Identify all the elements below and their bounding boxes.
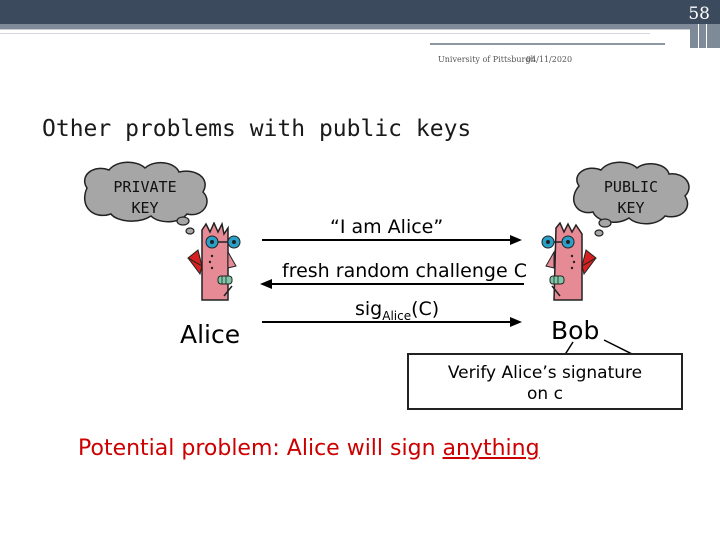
alice-thought-cloud <box>84 161 208 235</box>
slide-number: 58 <box>688 4 710 24</box>
problem-emphasis: anything <box>442 436 540 461</box>
bob-thought-cloud <box>573 161 690 237</box>
bob-cloud-line1: PUBLIC <box>603 178 659 196</box>
problem-prefix: Potential problem: Alice will sign <box>78 436 443 461</box>
verify-text: Verify Alice’s signature on c <box>409 355 681 405</box>
verify-line1: Verify Alice’s signature <box>447 363 643 383</box>
alice-cloud-line2: KEY <box>131 199 159 217</box>
bob-cloud-line2: KEY <box>617 199 645 217</box>
slide-title: Other problems with public keys <box>42 116 472 142</box>
verify-line2: on c <box>527 384 563 404</box>
date-label: 04/11/2020 <box>526 55 573 64</box>
sig-tail: (C) <box>411 298 440 320</box>
potential-problem-text: Potential problem: Alice will sign anyth… <box>78 436 540 461</box>
alice-cloud-line1: PRIVATE <box>113 178 177 196</box>
arrow-bob-to-alice <box>260 279 524 289</box>
bob-name: Bob <box>551 316 600 345</box>
alice-name: Alice <box>180 320 241 349</box>
header-band <box>0 0 720 50</box>
sig-subscript: Alice <box>382 308 412 323</box>
arrow-alice-to-bob-1 <box>262 235 522 245</box>
message-signature: sigAlice(C) <box>355 298 439 323</box>
bob-face-icon <box>541 222 597 301</box>
verify-callout-box: Verify Alice’s signature on c <box>407 353 683 410</box>
institution-label: University of Pittsburgh <box>438 55 536 64</box>
arrow-alice-to-bob-2 <box>262 317 522 327</box>
message-challenge: fresh random challenge C <box>282 260 527 282</box>
alice-face-icon <box>187 222 241 301</box>
message-i-am-alice: “I am Alice” <box>330 216 444 238</box>
alice-cloud-text: PRIVATE KEY <box>90 177 200 219</box>
bob-cloud-text: PUBLIC KEY <box>576 177 686 219</box>
sig-base: sig <box>355 298 383 320</box>
